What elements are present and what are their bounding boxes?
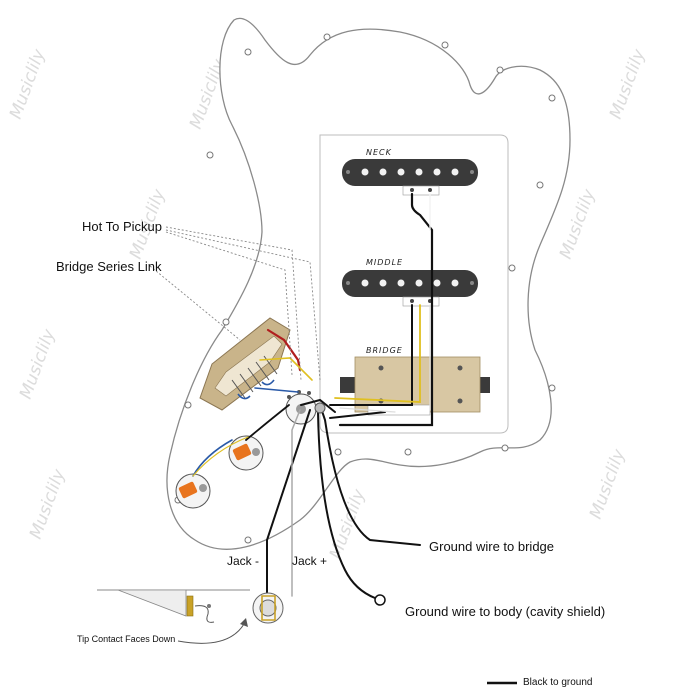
- wires: [192, 192, 434, 606]
- watermark-text: Musiclily: [26, 466, 70, 542]
- middle-pickup-label: MIDDLE: [366, 258, 403, 267]
- bridge-pickup-label: BRIDGE: [366, 346, 403, 355]
- five-way-switch: [199, 317, 291, 411]
- screw-holes: [174, 33, 556, 544]
- jack-minus-label: Jack -: [227, 554, 260, 568]
- watermark-text: Musiclily: [6, 46, 50, 122]
- bridge-series-link-label: Bridge Series Link: [56, 259, 162, 274]
- legend-black-label: Black to ground: [523, 677, 593, 688]
- pickup-routing-outline: [319, 134, 509, 434]
- neck-pickup-label: NECK: [366, 148, 392, 157]
- callout-leaders: [149, 226, 321, 381]
- hot-to-pickup-label: Hot To Pickup: [82, 219, 162, 234]
- watermark-text: Musiclily: [606, 46, 650, 122]
- ground-bridge-label: Ground wire to bridge: [429, 539, 555, 554]
- jack-plus-label: Jack +: [292, 554, 328, 568]
- bridge-humbucker: BRIDGE: [340, 346, 490, 416]
- tone-pot-1: [228, 435, 264, 471]
- neck-pickup: NECK: [342, 148, 478, 196]
- watermark-text: Musiclily: [16, 326, 60, 402]
- ground-body-label: Ground wire to body (cavity shield): [405, 604, 606, 619]
- watermark-text: Musiclily: [326, 486, 370, 562]
- jack-inset: [97, 589, 284, 644]
- tone-pot-2: [175, 473, 211, 509]
- watermark-text: Musiclily: [556, 186, 600, 262]
- tip-contact-label: Tip Contact Faces Down: [77, 634, 176, 644]
- middle-pickup: MIDDLE: [342, 258, 478, 307]
- watermark-text: Musiclily: [586, 446, 630, 522]
